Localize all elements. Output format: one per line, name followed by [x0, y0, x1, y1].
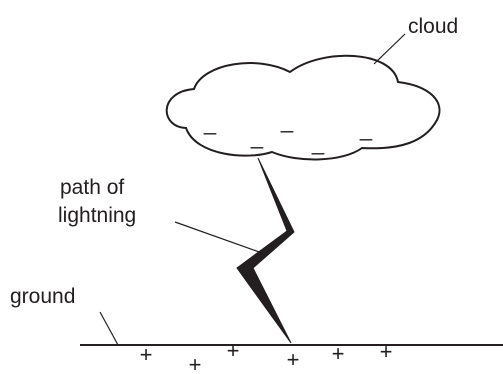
negative-charge-4: _	[311, 130, 325, 155]
positive-charge-4: +	[287, 347, 300, 372]
positive-charge-3: +	[227, 338, 240, 363]
cloud-label: cloud	[408, 15, 458, 38]
lightning-label: lightning	[58, 204, 136, 227]
ground-label: ground	[10, 285, 75, 308]
positive-charge-1: +	[140, 342, 153, 367]
cloud-charges: _ _ _ _ _	[203, 108, 373, 155]
negative-charge-1: _	[203, 110, 217, 135]
negative-charge-5: _	[359, 116, 373, 141]
negative-charge-3: _	[250, 124, 264, 149]
cloud-leader-line	[373, 33, 406, 65]
positive-charge-5: +	[332, 341, 345, 366]
positive-charge-2: +	[189, 352, 202, 374]
ground-charges: + + + + + +	[140, 338, 393, 374]
positive-charge-6: +	[380, 339, 393, 364]
negative-charge-2: _	[280, 108, 294, 133]
path-leader-line	[174, 221, 263, 254]
cloud-shape	[165, 54, 441, 161]
path-of-label: path of	[60, 176, 124, 199]
ground-leader-line	[99, 311, 119, 346]
lightning-bolt	[236, 157, 295, 344]
